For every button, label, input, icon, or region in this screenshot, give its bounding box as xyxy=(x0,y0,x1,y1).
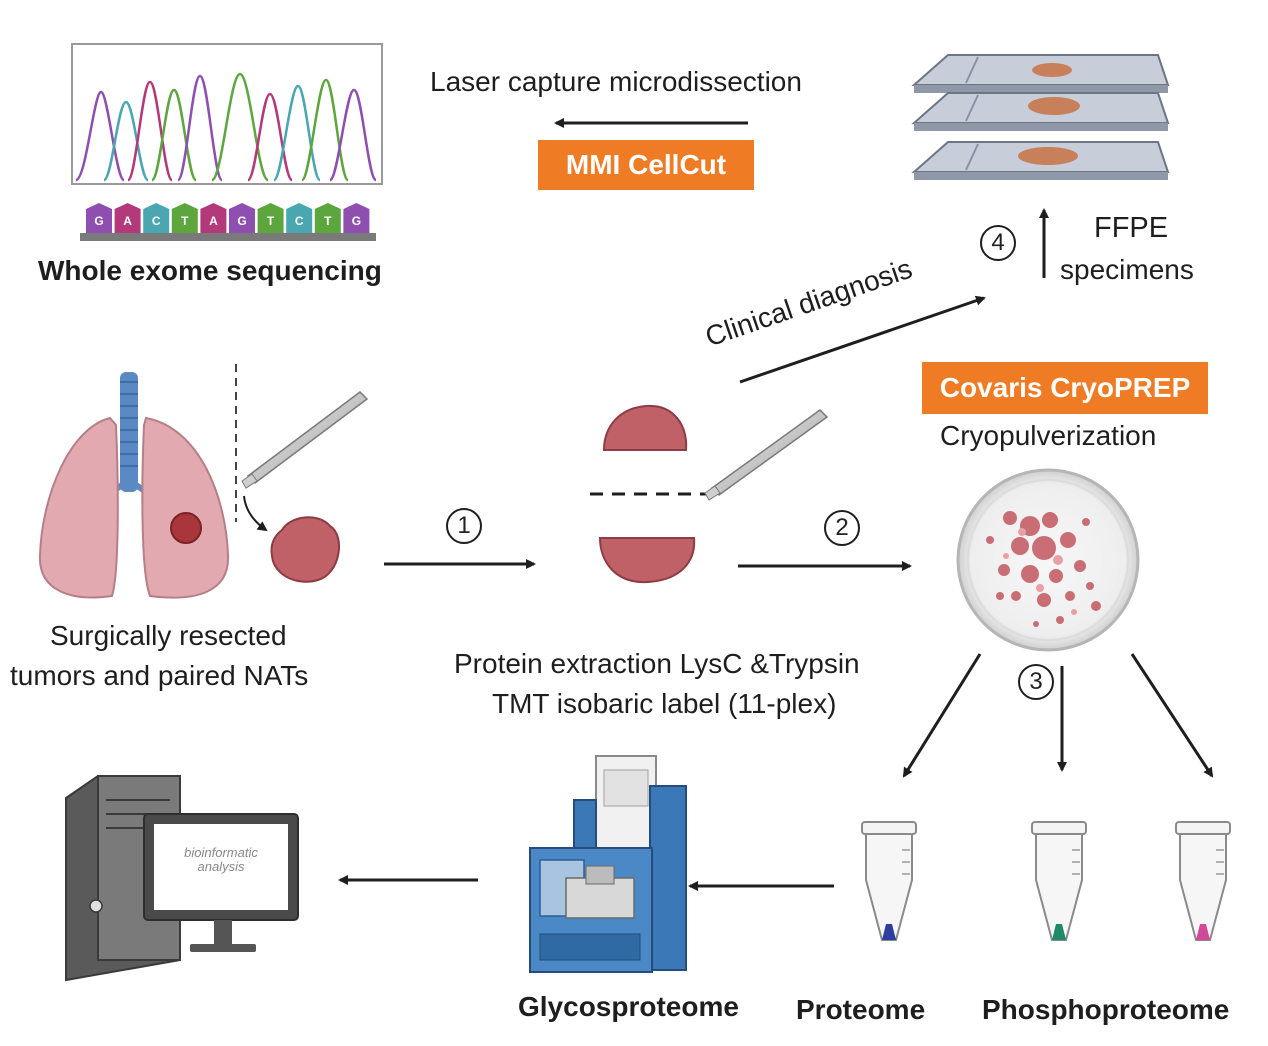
surgically-label-line2: tumors and paired NATs xyxy=(10,660,309,691)
phosphoproteome-label: Phosphoproteome xyxy=(982,994,1230,1025)
dna-base-letter: C xyxy=(152,214,161,228)
laser-capture-label: Laser capture microdissection xyxy=(430,66,802,97)
dna-base-tile xyxy=(257,203,284,233)
ffpe-label-line1: FFPE xyxy=(1094,212,1169,244)
dna-base-tile xyxy=(114,203,141,233)
ffpe-label-line2: specimens xyxy=(1060,254,1194,285)
curved-arrow xyxy=(243,495,268,532)
covaris-cryoprep-badge: Covaris CryoPREP xyxy=(922,362,1208,414)
computer-icon xyxy=(65,775,299,982)
petri-dish-icon xyxy=(956,468,1140,652)
tube-phospho-1 xyxy=(1031,821,1087,941)
arrow-clinical-diagnosis xyxy=(739,295,986,384)
dna-base-letter: T xyxy=(267,214,275,228)
dna-base-letter: G xyxy=(352,214,361,228)
dna-base-tile xyxy=(286,203,313,233)
dna-base-letter: A xyxy=(209,214,218,228)
dna-base-tile xyxy=(314,203,341,233)
dna-base-letter: C xyxy=(295,214,304,228)
step-1-badge: 1 xyxy=(446,508,482,544)
dna-base-letter: A xyxy=(123,214,132,228)
dna-base-tile xyxy=(86,203,112,233)
scalpel-icon xyxy=(241,391,369,489)
step-3-badge: 3 xyxy=(1018,664,1054,700)
dna-base-tile xyxy=(143,203,170,233)
ffpe-slides-icon xyxy=(911,54,1170,180)
surgically-label-line1: Surgically resected xyxy=(50,620,287,651)
tissue-top-half xyxy=(602,404,688,451)
resected-tumor-icon xyxy=(270,516,340,583)
mass-spectrometer-icon xyxy=(529,755,687,973)
arrows xyxy=(338,118,1214,891)
dna-base-letter: T xyxy=(181,214,189,228)
dna-base-letter: G xyxy=(94,214,103,228)
dna-base-tile xyxy=(171,203,198,233)
dna-base-letter: G xyxy=(237,214,246,228)
step-4-badge: 4 xyxy=(980,225,1016,261)
tmt-label: TMT isobaric label (11-plex) xyxy=(492,688,837,719)
scalpel-icon-2 xyxy=(704,409,829,501)
tube-proteome xyxy=(861,821,917,941)
tube-phospho-2 xyxy=(1175,821,1231,941)
whole-exome-label: Whole exome sequencing xyxy=(38,255,382,286)
proteome-label: Proteome xyxy=(796,994,926,1025)
cryopulverization-label: Cryopulverization xyxy=(940,420,1157,451)
mmi-cellcut-badge: MMI CellCut xyxy=(538,140,754,190)
arrow-dish-proteome xyxy=(902,653,982,778)
protein-extraction-label: Protein extraction LysC &Trypsin xyxy=(454,648,860,679)
dna-base-letter: T xyxy=(324,214,332,228)
tissue-bottom-half xyxy=(598,537,696,584)
screen-text-line1: bioinformatic xyxy=(184,845,258,860)
dna-base-tile xyxy=(200,203,227,233)
lungs-icon xyxy=(38,372,230,599)
arrow-dish-phospho-2 xyxy=(1130,653,1214,778)
step-2-badge: 2 xyxy=(824,510,860,546)
screen-text-line2: analysis xyxy=(197,859,245,875)
chromatogram-icon xyxy=(71,43,383,185)
glycoproteome-label: Glycosproteome xyxy=(518,991,739,1022)
dna-base-tile xyxy=(229,203,255,233)
dna-base-tile xyxy=(343,203,370,233)
screen-text: bioinformatic analysis xyxy=(154,845,288,875)
